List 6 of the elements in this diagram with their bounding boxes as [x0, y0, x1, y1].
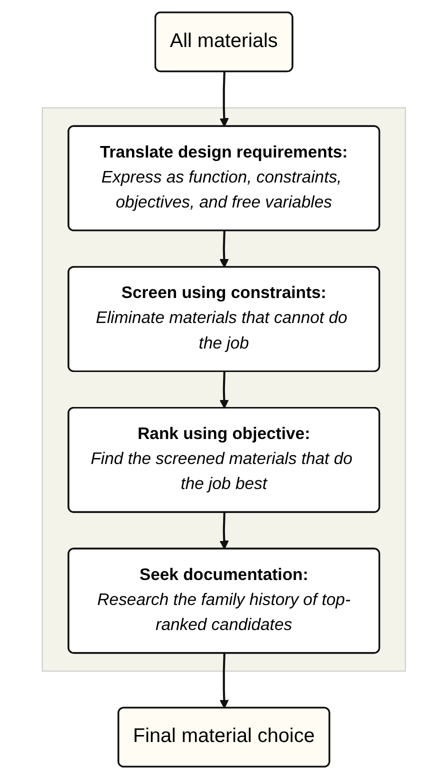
arrow — [220, 512, 229, 550]
arrow — [220, 230, 229, 268]
arrow — [220, 372, 229, 409]
arrow — [220, 653, 229, 709]
cluster — [42, 107, 406, 672]
arrow — [220, 72, 229, 128]
